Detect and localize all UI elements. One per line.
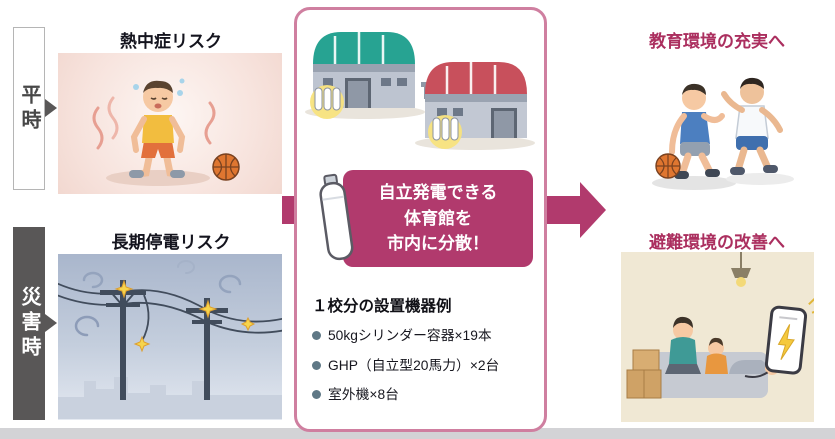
evacuation-outcome-title: 避難環境の改善へ [649, 233, 785, 252]
badge-line-3: 市内に分散！ [387, 234, 489, 253]
basketball-illustration [632, 52, 807, 197]
equipment-item-label: 50kgシリンダー容器×19本 [328, 328, 492, 343]
badge-line-2: 体育館を [404, 208, 472, 228]
badge-line-1: 自立発電できる [378, 183, 498, 202]
heatstroke-risk-title: 熱中症リスク [120, 32, 222, 51]
education-outcome-title: 教育環境の充実へ [649, 32, 785, 51]
equipment-item-label: GHP（自立型20馬力）×2台 [328, 357, 500, 373]
solution-card: 自立発電できる 体育館を 市内に分散！ １校分の設置機器例 50kgシリンダー容… [294, 7, 547, 432]
basketball-icon [655, 153, 681, 179]
supply-boxes [626, 349, 662, 399]
charging-phone-icon [744, 298, 814, 379]
kid-blue-jersey [669, 83, 725, 179]
bullet-icon [312, 360, 321, 370]
evacuation-illustration [621, 252, 814, 422]
equipment-title: １校分の設置機器例 [312, 298, 452, 315]
adult-figure [665, 316, 701, 374]
equipment-item-label: 室外機×8台 [328, 387, 399, 403]
solution-badge: 自立発電できる 体育館を 市内に分散！ [343, 170, 533, 267]
bottom-strip [0, 428, 835, 439]
equipment-list: １校分の設置機器例 50kgシリンダー容器×19本 GHP（自立型20馬力）×2… [312, 294, 534, 415]
gymnasiums-illustration [303, 18, 536, 170]
heatstroke-scene-svg [92, 78, 240, 186]
basketball-icon [212, 153, 240, 181]
bullet-icon [312, 390, 321, 400]
gym-red [425, 62, 527, 138]
gas-cylinder-icon [315, 172, 357, 264]
bullet-icon [312, 331, 321, 340]
flow-arrow-head-icon [580, 182, 606, 238]
equipment-item: GHP（自立型20馬力）×2台 [312, 356, 534, 377]
gymnasiums-scene-svg [305, 32, 535, 150]
child-figure [705, 337, 728, 374]
disaster-times-arrow-icon [45, 314, 57, 332]
gas-cylinders-right [428, 115, 462, 149]
power-outage-scene-svg [58, 260, 282, 419]
label-normal-times: 平時 [13, 27, 45, 190]
label-disaster-times: 災害時 [13, 227, 45, 420]
gas-cylinder-icon-svg [319, 173, 354, 261]
normal-times-arrow-icon [45, 99, 57, 117]
equipment-item: 50kgシリンダー容器×19本 [312, 326, 534, 347]
utility-pole-1 [100, 280, 146, 400]
gym-teal [313, 32, 415, 108]
spark-icons [114, 279, 256, 353]
power-outage-illustration [58, 254, 282, 420]
evacuation-scene-svg [621, 252, 814, 422]
basketball-scene-svg [652, 77, 794, 190]
equipment-item: 室外機×8台 [312, 385, 534, 406]
blackout-risk-title: 長期停電リスク [111, 233, 231, 252]
kid-white-jersey [721, 77, 783, 175]
gas-cylinders-left [310, 85, 344, 119]
heatstroke-illustration [58, 53, 282, 194]
